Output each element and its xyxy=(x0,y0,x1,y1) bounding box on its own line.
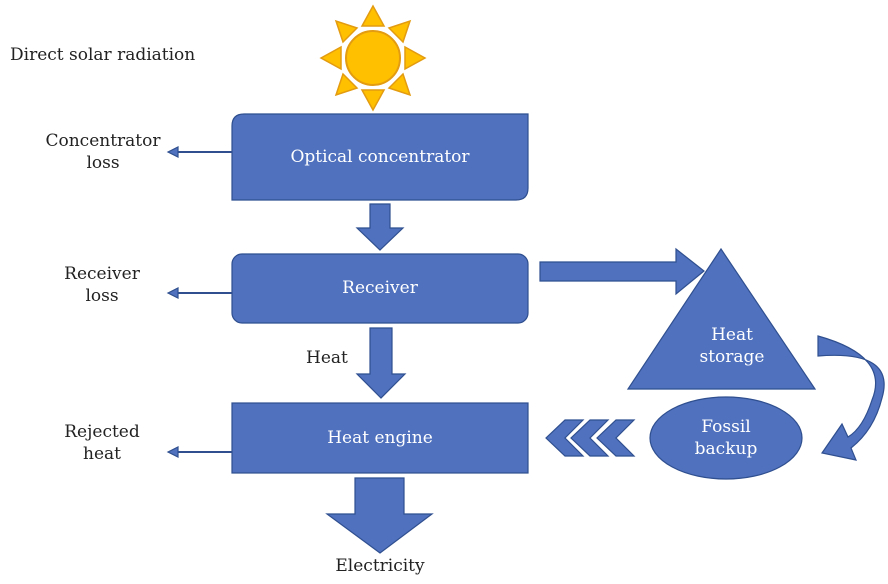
heat-storage-label: Heat storage xyxy=(676,324,788,368)
concentrator-loss-label: Concentrator loss xyxy=(40,130,166,174)
fossil-backup-line1: Fossil xyxy=(701,417,751,437)
heat-engine-label: Heat engine xyxy=(327,428,433,448)
electricity-label: Electricity xyxy=(335,556,425,576)
receiver-box xyxy=(231,253,529,324)
heat-storage-line2: storage xyxy=(699,347,765,367)
heat-engine-box xyxy=(231,402,529,474)
rejected-heat-line2: heat xyxy=(83,444,121,464)
rejected-heat-label: Rejected heat xyxy=(52,421,152,465)
receiver-label: Receiver xyxy=(342,278,418,298)
arrow-receiver-to-heat-engine xyxy=(355,327,407,399)
receiver-loss-label: Receiver loss xyxy=(52,263,152,307)
sun-icon xyxy=(319,4,427,112)
fossil-backup-label: Fossil backup xyxy=(670,416,782,460)
direct-solar-radiation-label: Direct solar radiation xyxy=(10,45,196,65)
heat-storage-line1: Heat xyxy=(711,325,753,345)
curved-arrow-storage-to-backup xyxy=(817,335,885,461)
heat-label: Heat xyxy=(306,348,348,368)
fossil-backup-line2: backup xyxy=(694,439,758,459)
optical-concentrator-box xyxy=(231,113,529,201)
rejected-heat-line1: Rejected xyxy=(64,422,140,442)
arrow-concentrator-loss xyxy=(166,146,232,158)
arrow-concentrator-to-receiver xyxy=(355,203,405,251)
concentrator-loss-line1: Concentrator xyxy=(45,131,161,151)
receiver-loss-line2: loss xyxy=(85,286,119,306)
receiver-loss-line1: Receiver xyxy=(64,264,140,284)
triple-chevron-left-icon xyxy=(545,419,636,457)
optical-concentrator-label: Optical concentrator xyxy=(290,147,470,167)
arrow-rejected-heat xyxy=(166,446,232,458)
arrow-to-electricity xyxy=(325,477,434,554)
arrow-receiver-loss xyxy=(166,287,232,299)
concentrator-loss-line2: loss xyxy=(86,153,120,173)
fossil-backup-ellipse xyxy=(649,396,803,480)
heat-storage-triangle xyxy=(626,247,817,390)
arrow-receiver-to-storage xyxy=(539,247,705,296)
